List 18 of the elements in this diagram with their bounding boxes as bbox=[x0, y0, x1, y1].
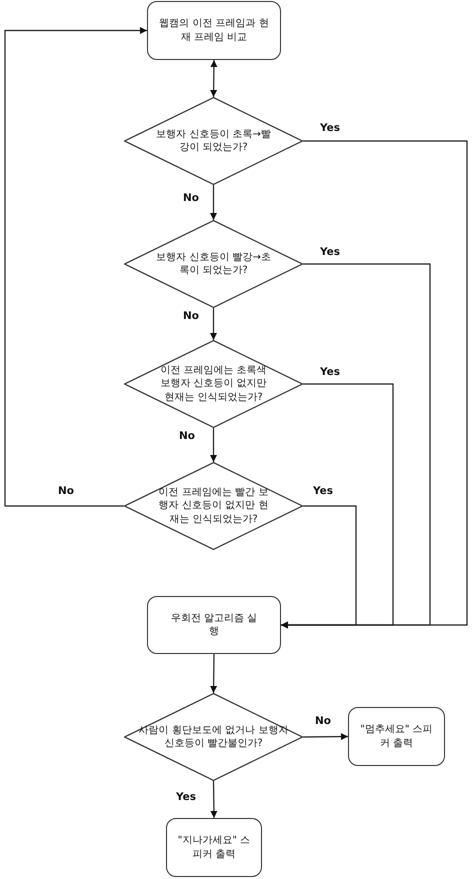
decision-diamond: 보행자 신호등이 빨강→초록이 되었는가? bbox=[124, 220, 303, 308]
decision-diamond: 사람이 횡단보도에 없거나 보행자 신호등이 빨간불인가? bbox=[124, 693, 303, 781]
arrow bbox=[210, 185, 217, 220]
process-box: "멈추세요" 스피커 출력 bbox=[348, 707, 445, 766]
arrow bbox=[210, 308, 217, 340]
arrow bbox=[210, 60, 218, 97]
decision-diamond: 보행자 신호등이 초록→빨강이 되었는가? bbox=[124, 97, 303, 185]
arrow bbox=[4, 27, 147, 507]
arrow bbox=[210, 654, 218, 693]
decision-diamond: 이전 프레임에는 초록색 보행자 신호등이 없지만 현재는 인식되었는가? bbox=[124, 340, 303, 428]
arrow bbox=[210, 428, 217, 462]
process-box: "지나가세요" 스피커 출력 bbox=[166, 818, 262, 877]
decision-diamond: 이전 프레임에는 빨간 보행자 신호등이 없지만 현재는 인식되었는가? bbox=[124, 462, 303, 550]
arrow bbox=[281, 505, 357, 628]
process-box: 웹캠의 이전 프레임과 현재 프레임 비교 bbox=[147, 1, 281, 60]
process-box: 우회전 알고리즘 실행 bbox=[147, 596, 281, 654]
arrow bbox=[303, 733, 348, 740]
arrow bbox=[210, 781, 218, 818]
